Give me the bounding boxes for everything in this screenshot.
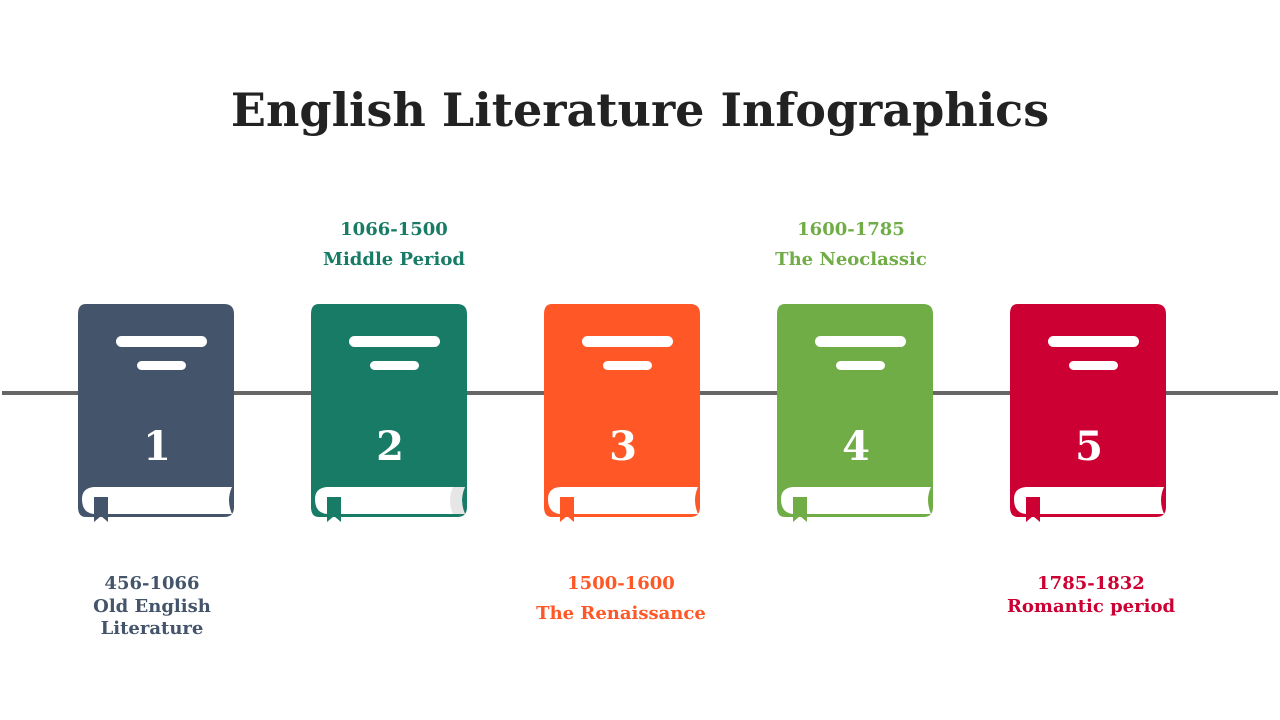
book-icon: [1010, 304, 1166, 522]
stage-label-2: 1066-1500 Middle Period: [284, 219, 504, 271]
book-number: 3: [609, 423, 637, 470]
page-edge: [548, 487, 698, 514]
stage-period: The Neoclassic: [775, 249, 927, 270]
page-title: English Literature Infographics: [230, 83, 1050, 137]
book-5: 5: [1010, 302, 1168, 527]
book-1: 1: [78, 302, 236, 527]
stage-years: 1600-1785: [797, 219, 905, 240]
bookmark-ribbon: [327, 497, 341, 522]
page-edge: [1014, 487, 1164, 514]
stage-period: The Renaissance: [536, 603, 706, 624]
book-number: 1: [143, 423, 171, 470]
stage-years: 456-1066: [104, 573, 200, 594]
stage-label-5: 1785-1832 Romantic period: [981, 573, 1201, 618]
book-icon: [777, 304, 933, 522]
book-3: 3: [544, 302, 702, 527]
stage-label-1: 456-1066 Old English Literature: [42, 573, 262, 640]
book-4: 4: [777, 302, 935, 527]
page-edge: [781, 487, 931, 514]
stage-period: Romantic period: [1006, 596, 1176, 617]
bookmark-ribbon: [793, 497, 807, 522]
book-icon: [311, 304, 467, 522]
stage-years: 1066-1500: [340, 219, 448, 240]
book-number: 2: [376, 423, 404, 470]
book-number: 5: [1075, 423, 1103, 470]
book-icon: [544, 304, 700, 522]
stage-years: 1500-1600: [567, 573, 675, 594]
page-edge: [82, 487, 232, 514]
stage-label-4: 1600-1785 The Neoclassic: [741, 219, 961, 271]
stage-label-3: 1500-1600 The Renaissance: [511, 573, 731, 625]
book-2: 2: [311, 302, 469, 527]
bookmark-ribbon: [1026, 497, 1040, 522]
page-edge: [315, 487, 465, 514]
book-icon: [78, 304, 234, 522]
book-number: 4: [842, 423, 870, 470]
stage-period: Old English Literature: [93, 596, 211, 639]
stage-years: 1785-1832: [1037, 573, 1145, 594]
bookmark-ribbon: [94, 497, 108, 522]
bookmark-ribbon: [560, 497, 574, 522]
stage-period: Middle Period: [323, 249, 465, 270]
